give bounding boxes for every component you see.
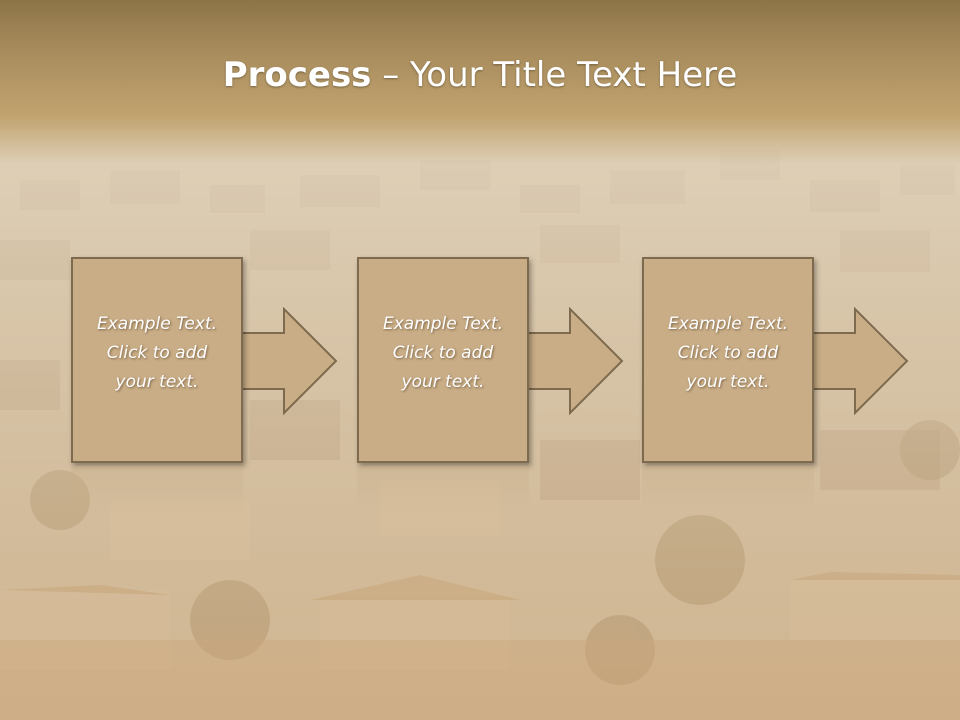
title-bold: Process — [222, 55, 372, 95]
card-reflection — [642, 466, 814, 516]
card-reflection — [357, 466, 529, 516]
step-text: Example Text. Click to add your text. — [89, 310, 225, 397]
arrow-right-icon — [809, 307, 909, 415]
arrow-right-icon — [524, 307, 624, 415]
step-text-line: Click to add — [106, 342, 208, 363]
step-card[interactable]: Example Text. Click to add your text. — [71, 257, 243, 463]
step-text-line: Click to add — [677, 342, 779, 363]
title-rest: – Your Title Text Here — [371, 55, 738, 95]
step-text-line: your text. — [401, 371, 485, 392]
arrow-right-icon — [238, 307, 338, 415]
card-reflection — [71, 466, 243, 516]
step-text-line: Example Text. — [96, 313, 218, 334]
step-text-line: Click to add — [392, 342, 494, 363]
step-card[interactable]: Example Text. Click to add your text. — [642, 257, 814, 463]
step-text-line: your text. — [686, 371, 770, 392]
slide-title[interactable]: Process – Your Title Text Here — [0, 52, 960, 98]
step-text-line: your text. — [115, 371, 199, 392]
step-text: Example Text. Click to add your text. — [375, 310, 511, 397]
step-text-line: Example Text. — [382, 313, 504, 334]
step-text-line: Example Text. — [667, 313, 789, 334]
step-text: Example Text. Click to add your text. — [660, 310, 796, 397]
title-band — [0, 0, 960, 165]
step-card[interactable]: Example Text. Click to add your text. — [357, 257, 529, 463]
